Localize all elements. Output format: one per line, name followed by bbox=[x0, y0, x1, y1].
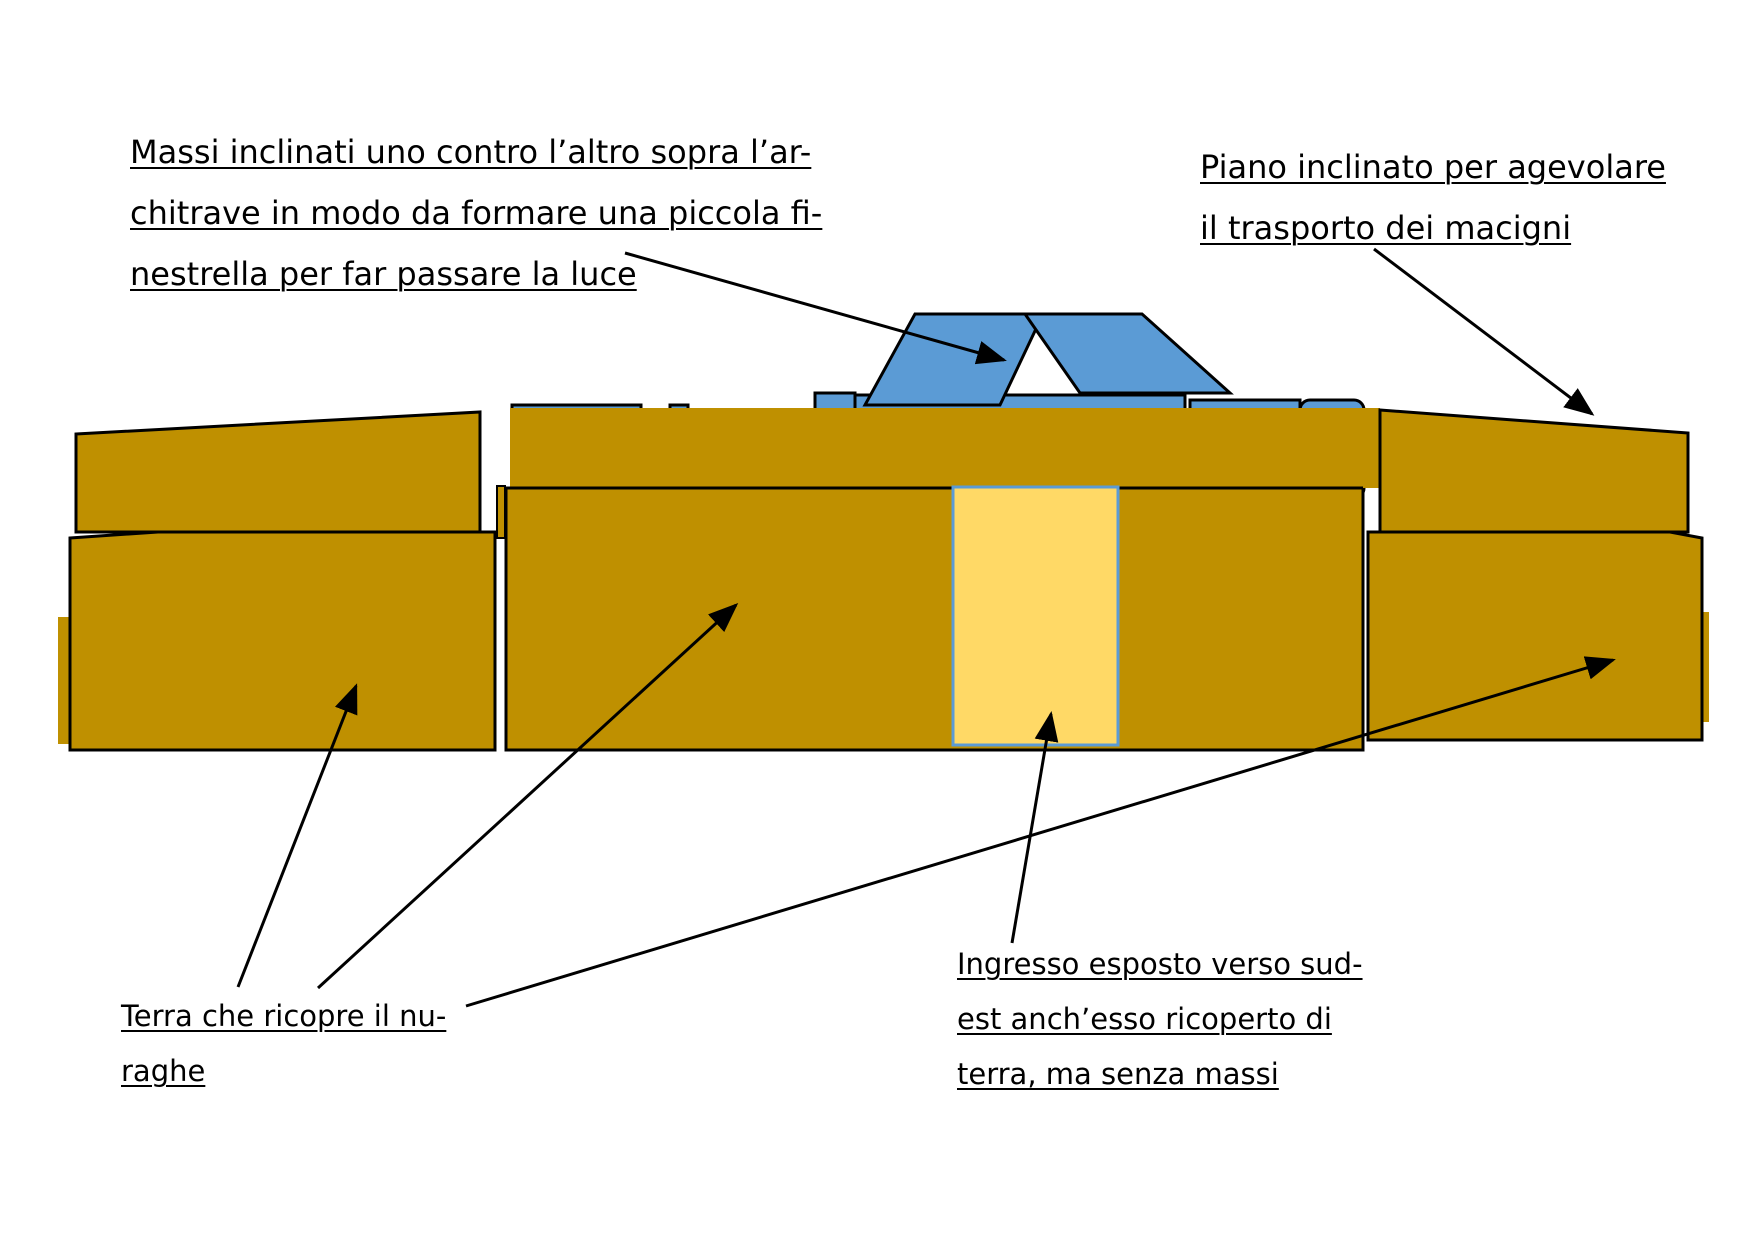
earth-top-slab bbox=[510, 408, 1380, 488]
tilted-stone-left bbox=[862, 312, 1046, 407]
arrow-earth-center bbox=[316, 602, 739, 990]
label-earth-cover: Terra che ricopre il nu- raghe bbox=[121, 989, 446, 1099]
label-line: nestrella per far passare la luce bbox=[130, 255, 637, 293]
arrow-inclined-plane bbox=[1373, 247, 1595, 416]
earth-thin-divider bbox=[496, 485, 506, 539]
label-line: Massi inclinati uno contro l’altro sopra… bbox=[130, 133, 812, 171]
label-line: Terra che ricopre il nu- bbox=[121, 999, 447, 1033]
earth-lower-block-left bbox=[68, 530, 497, 752]
label-line: raghe bbox=[121, 1054, 206, 1088]
arrow-tilted-stones bbox=[624, 251, 1007, 365]
earth-central-block bbox=[504, 486, 1365, 752]
arrow-earth-left bbox=[236, 683, 358, 988]
label-line: est anch’esso ricoperto di bbox=[957, 1002, 1332, 1036]
arrow-earth-right bbox=[465, 656, 1616, 1008]
tilted-stone-right bbox=[1022, 312, 1234, 395]
earth-inclined-plane-right bbox=[1378, 408, 1690, 534]
label-line: terra, ma senza massi bbox=[957, 1057, 1279, 1091]
entrance-doorway bbox=[951, 485, 1120, 747]
label-line: chitrave in modo da formare una piccola … bbox=[130, 194, 823, 232]
label-line: il trasporto dei macigni bbox=[1200, 209, 1572, 247]
arrow-entrance bbox=[1010, 711, 1059, 944]
label-entrance: Ingresso esposto verso sud- est anch’ess… bbox=[957, 937, 1363, 1102]
label-line: Ingresso esposto verso sud- bbox=[957, 947, 1363, 981]
earth-inclined-plane-left bbox=[74, 410, 482, 534]
label-tilted-stones: Massi inclinati uno contro l’altro sopra… bbox=[130, 122, 822, 305]
earth-lower-block-right bbox=[1366, 530, 1704, 742]
label-line: Piano inclinato per agevolare bbox=[1200, 148, 1666, 186]
label-inclined-plane: Piano inclinato per agevolare il traspor… bbox=[1200, 137, 1666, 259]
